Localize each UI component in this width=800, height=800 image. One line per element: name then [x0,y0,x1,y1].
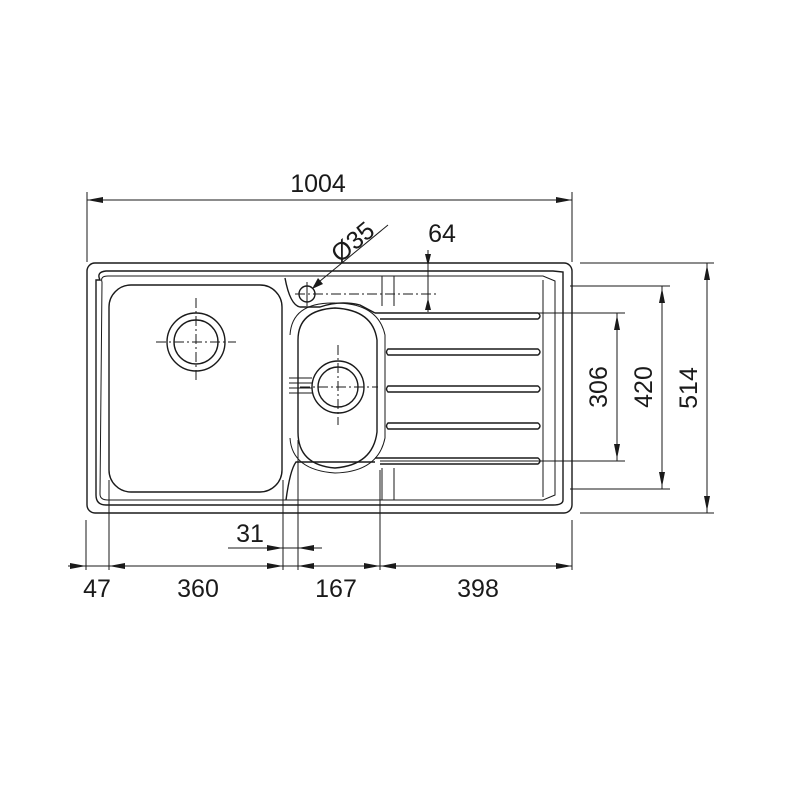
drainer-groove-4 [385,422,541,430]
drainer-groove-2 [385,348,541,356]
bowl-divider-label: 31 [236,520,264,548]
half-bowl [285,302,386,501]
main-bowl-outline [108,284,283,493]
sink-outline [86,262,573,514]
sink-outer-rim [86,262,573,514]
overall-width-label: 1004 [290,170,346,198]
vertical-dimensions: 306 420 514 [380,262,714,514]
horizontal-dimensions: 31 47 360 167 398 [68,440,573,603]
sink-inner-rim [95,270,564,506]
overall-depth-label: 514 [675,367,703,409]
tap-hole-offset-dimension: 64 [425,220,456,312]
main-bowl-width-label: 360 [177,575,219,603]
main-bowl [108,284,283,493]
tap-hole-diameter-label: Ø35 [326,216,380,268]
drainer [375,276,544,500]
drainer-groove-3 [385,385,541,393]
half-bowl-width-label: 167 [315,575,357,603]
tap-hole [284,277,437,314]
overflow-slots [289,377,312,394]
drainer-width-label: 398 [457,575,499,603]
tap-hole-diameter-dimension: Ø35 [312,216,389,289]
inner-depth-label: 420 [630,366,658,408]
drainer-groove-1 [375,312,541,320]
overall-width-dimension: 1004 [86,170,573,262]
drainer-groove-span-label: 306 [585,366,613,408]
tap-hole-offset-label: 64 [428,220,456,248]
left-margin-label: 47 [83,575,111,603]
